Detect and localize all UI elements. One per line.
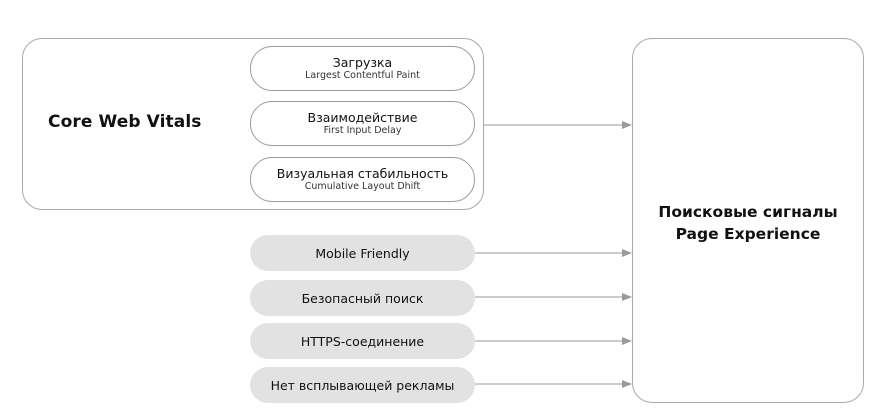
- signal-label: Нет всплывающей рекламы: [270, 377, 455, 393]
- signal-label: Mobile Friendly: [315, 245, 410, 261]
- metric-interaction: Взаимодействие First Input Delay: [250, 101, 475, 146]
- metric-visual-stability: Визуальная стабильность Cumulative Layou…: [250, 157, 475, 202]
- page-experience-line1: Поисковые сигналы: [658, 203, 838, 221]
- metric-subtitle: Cumulative Layout Dhift: [304, 181, 421, 192]
- core-web-vitals-group: [22, 38, 484, 210]
- metric-title: Визуальная стабильность: [276, 166, 449, 181]
- page-experience-line2: Page Experience: [675, 225, 821, 243]
- metric-title: Взаимодействие: [307, 110, 418, 125]
- signal-label: Безопасный поиск: [301, 290, 424, 306]
- core-web-vitals-title: Core Web Vitals: [48, 112, 202, 132]
- page-experience-box: [632, 38, 864, 403]
- signal-mobile-friendly: Mobile Friendly: [250, 235, 475, 271]
- signal-https: HTTPS-соединение: [250, 323, 475, 359]
- page-experience-label: Поисковые сигналы Page Experience: [632, 201, 864, 245]
- signal-no-popups: Нет всплывающей рекламы: [250, 367, 475, 403]
- metric-subtitle: Largest Contentful Paint: [305, 70, 420, 81]
- metric-title: Загрузка: [332, 55, 393, 70]
- signal-label: HTTPS-соединение: [300, 333, 425, 349]
- signal-safe-search: Безопасный поиск: [250, 280, 475, 316]
- metric-subtitle: First Input Delay: [323, 125, 402, 136]
- metric-loading: Загрузка Largest Contentful Paint: [250, 46, 475, 91]
